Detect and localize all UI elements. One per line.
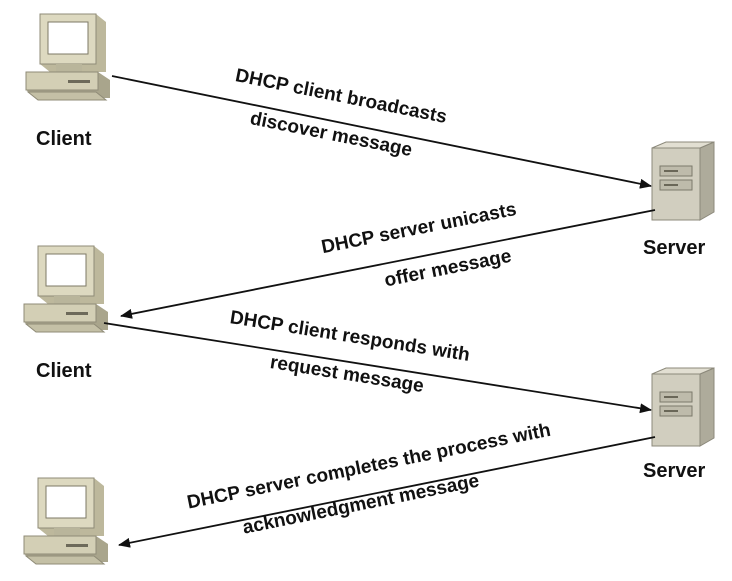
client-computer-1-icon (25, 13, 111, 101)
server-1-icon (651, 141, 715, 221)
server-2-icon (651, 367, 715, 447)
client-computer-2-icon (23, 245, 109, 333)
client-2-label: Client (36, 360, 92, 382)
offer-label-line2: offer message (383, 246, 513, 292)
server-1-label: Server (643, 237, 705, 259)
request-label-line2: request message (269, 352, 426, 397)
offer-arrow (120, 209, 656, 319)
request-arrow (103, 322, 652, 414)
acknowledgment-arrow (118, 436, 656, 548)
request-label-line1: DHCP client responds with (228, 307, 471, 366)
server-2-label: Server (643, 460, 705, 482)
client-1-label: Client (36, 128, 92, 150)
discover-arrow (111, 75, 652, 189)
client-computer-3-icon (23, 477, 109, 565)
